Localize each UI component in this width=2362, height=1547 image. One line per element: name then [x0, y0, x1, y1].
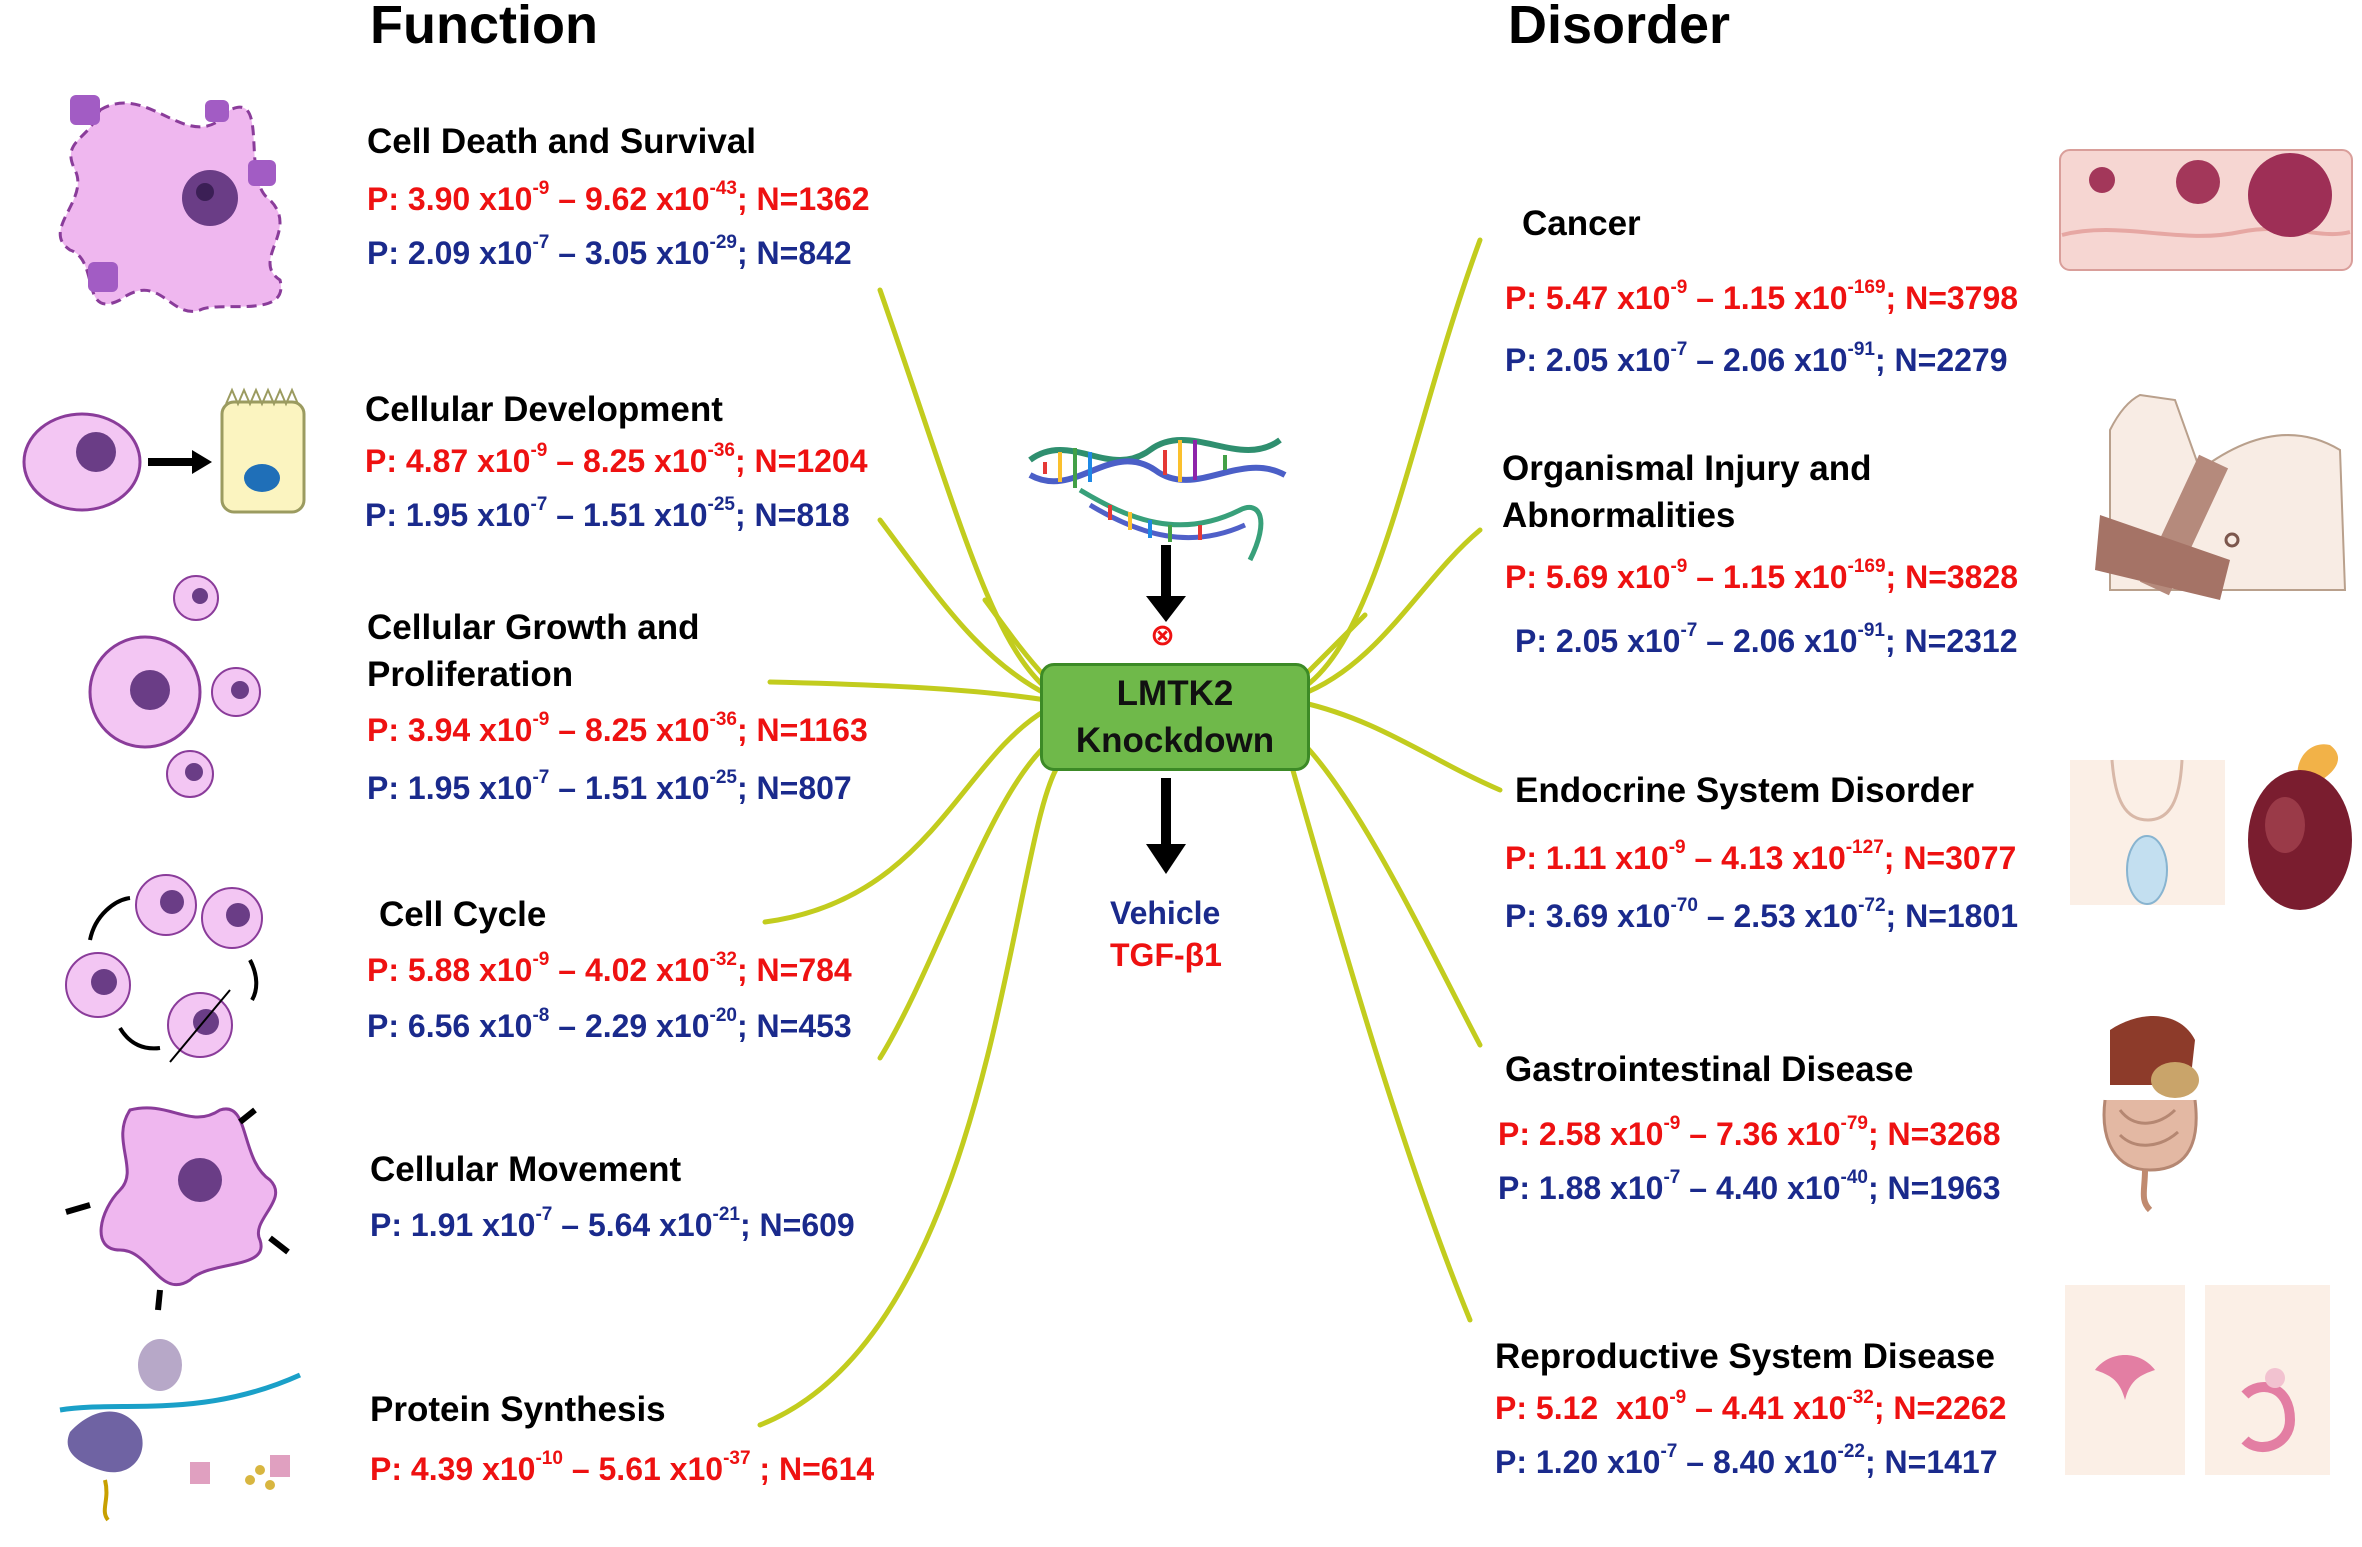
arrow-down-icon: [1146, 545, 1186, 622]
p-value-line-blue: P: 1.91 x10-7 – 5.64 x10-21; N=609: [370, 1204, 855, 1243]
branch-reproductive: [1287, 757, 1473, 1323]
center-label-line1: LMTK2: [1116, 674, 1234, 713]
branch-small-1: [982, 597, 1051, 683]
function-protein-synthesis: Protein Synthesis P: 4.39 x10-10 – 5.61 …: [370, 1386, 874, 1489]
p-value-line-blue: P: 1.20 x10-7 – 8.40 x10-22; N=1417: [1495, 1441, 1998, 1480]
function-cellular-movement: Cellular Movement P: 1.91 x10-7 – 5.64 x…: [370, 1146, 855, 1245]
p-value-line-red: P: 5.88 x10-9 – 4.02 x10-32; N=784: [367, 949, 852, 988]
cell-differentiation-icon: [22, 387, 306, 514]
branch-cellular-growth: [767, 679, 1049, 703]
inhibition-icon: ⊗: [1150, 619, 1176, 652]
colon-tumor-icon: [2059, 149, 2353, 271]
function-title-line2: Proliferation: [367, 655, 574, 694]
branch-organismal: [1297, 527, 1483, 698]
p-value-line-red: P: 2.58 x10-9 – 7.36 x10-79; N=3268: [1498, 1113, 2001, 1152]
function-heading: Function: [370, 0, 598, 55]
branch-protein-synthesis: [757, 757, 1065, 1428]
branch-small-2: [1297, 612, 1368, 683]
p-value-line-blue: P: 2.05 x10-7 – 2.06 x10-91; N=2279: [1505, 339, 2008, 378]
disorder-endocrine: Endocrine System Disorder: [1515, 767, 1974, 814]
arrow-down-lower-icon: [1146, 778, 1186, 874]
p-value-line-blue: P: 1.95 x10-7 – 1.51 x10-25; N=818: [365, 494, 850, 533]
disorder-cancer-values: P: 5.47 x10-9 – 1.15 x10-169; N=3798 P: …: [1505, 278, 2018, 380]
p-value-line-red: P: 4.87 x10-9 – 8.25 x10-36; N=1204: [365, 440, 868, 479]
branch-lines: [757, 237, 1503, 1428]
center-label-line2: Knockdown: [1075, 721, 1275, 760]
disorder-endocrine-values: P: 1.11 x10-9 – 4.13 x10-127; N=3077 P: …: [1505, 838, 2018, 936]
digestive-tract-icon: [2102, 1016, 2199, 1213]
ribosome-icon: [59, 1339, 302, 1522]
p-value-line-blue: P: 6.56 x10-8 – 2.29 x10-20; N=453: [367, 1005, 852, 1044]
branch-cell-death: [877, 287, 1051, 693]
function-cellular-growth: Cellular Growth and Proliferation P: 3.9…: [367, 604, 868, 808]
disorder-title: Cancer: [1522, 204, 1641, 243]
p-value-line-red: P: 3.90 x10-9 – 9.62 x10-43; N=1362: [367, 178, 870, 217]
dna-strand-icon: [1028, 437, 1287, 562]
function-cell-cycle-values: P: 5.88 x10-9 – 4.02 x10-32; N=784 P: 6.…: [367, 950, 852, 1046]
branch-cellular-development: [877, 517, 1051, 698]
function-title: Protein Synthesis: [370, 1390, 666, 1429]
migrating-cell-icon: [65, 1106, 290, 1311]
p-value-line-red: P: 5.69 x10-9 – 1.15 x10-169; N=3828: [1505, 556, 2019, 595]
endocrine-organs-icon: [2070, 744, 2352, 910]
disorder-title-line1: Organismal Injury and: [1502, 449, 1872, 488]
branch-gastrointestinal: [1297, 737, 1483, 1048]
branch-cellular-movement: [877, 737, 1055, 1061]
cell-cycle-icon: [65, 874, 263, 1063]
proliferating-cells-icon: [88, 575, 261, 798]
p-value-line-blue: P: 3.69 x10-70 – 2.53 x10-72; N=1801: [1505, 895, 2019, 934]
disorder-title-line2: Abnormalities: [1502, 496, 1736, 535]
function-title-line1: Cellular Growth and: [367, 608, 700, 647]
disorder-title: Gastrointestinal Disease: [1505, 1050, 1914, 1089]
p-value-line-red: P: 1.11 x10-9 – 4.13 x10-127; N=3077: [1505, 837, 2017, 876]
p-value-line-blue: P: 2.05 x10-7 – 2.06 x10-91; N=2312: [1515, 620, 2018, 659]
p-value-line-blue: P: 1.95 x10-7 – 1.51 x10-25; N=807: [367, 767, 852, 806]
disorder-reproductive-values: P: 5.12 x10-9 – 4.41 x10-32; N=2262 P: 1…: [1495, 1388, 2006, 1482]
function-cell-cycle: Cell Cycle: [379, 891, 546, 938]
function-title: Cell Cycle: [379, 895, 547, 934]
disorder-reproductive: Reproductive System Disease: [1495, 1333, 1995, 1380]
disorder-gastrointestinal: Gastrointestinal Disease: [1505, 1046, 1914, 1093]
p-value-line-blue: P: 1.88 x10-7 – 4.40 x10-40; N=1963: [1498, 1167, 2001, 1206]
disorder-gastrointestinal-values: P: 2.58 x10-9 – 7.36 x10-79; N=3268 P: 1…: [1498, 1114, 2001, 1208]
branch-cell-cycle: [762, 707, 1049, 925]
reproductive-organs-icon: [2065, 1285, 2330, 1475]
function-cell-death: Cell Death and Survival P: 3.90 x10-9 – …: [367, 118, 870, 273]
function-cellular-development: Cellular Development P: 4.87 x10-9 – 8.2…: [365, 386, 868, 535]
disorder-organismal-injury: Organismal Injury and Abnormalities P: 5…: [1502, 445, 2018, 661]
p-value-line-red: P: 4.39 x10-10 – 5.61 x10-37 ; N=614: [370, 1448, 875, 1487]
vehicle-label: Vehicle: [1110, 895, 1221, 931]
tgf-label: TGF-β1: [1110, 937, 1222, 973]
function-title: Cellular Development: [365, 390, 723, 429]
branch-endocrine: [1297, 699, 1503, 793]
lmtk2-knockdown-box: LMTK2 Knockdown: [1040, 663, 1310, 771]
p-value-line-red: P: 5.12 x10-9 – 4.41 x10-32; N=2262: [1495, 1387, 2007, 1426]
p-value-line-red: P: 3.94 x10-9 – 8.25 x10-36; N=1163: [367, 709, 868, 748]
p-value-line-blue: P: 2.09 x10-7 – 3.05 x10-29; N=842: [367, 232, 852, 271]
function-title: Cellular Movement: [370, 1150, 682, 1189]
function-title: Cell Death and Survival: [367, 122, 757, 161]
disorder-title: Reproductive System Disease: [1495, 1337, 1995, 1376]
disorder-cancer: Cancer: [1522, 200, 1641, 247]
disorder-heading: Disorder: [1508, 0, 1731, 55]
disorder-title: Endocrine System Disorder: [1515, 771, 1975, 810]
p-value-line-red: P: 5.47 x10-9 – 1.15 x10-169; N=3798: [1505, 277, 2019, 316]
branch-cancer: [1297, 237, 1483, 693]
arm-sling-icon: [2095, 393, 2347, 600]
apoptotic-cell-icon: [58, 95, 283, 313]
